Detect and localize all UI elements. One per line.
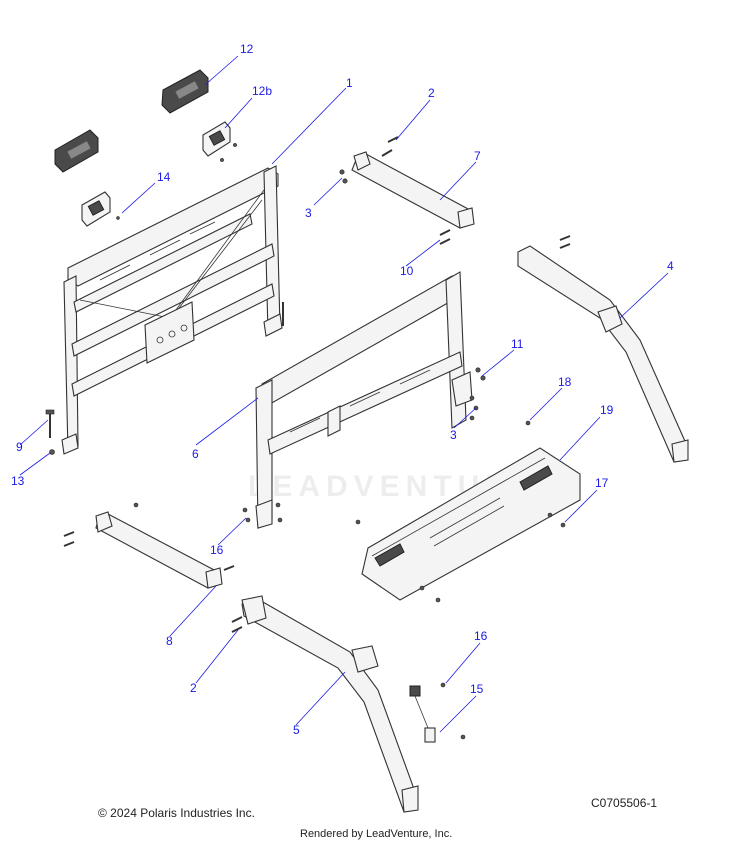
callout-1[interactable]: 1	[346, 76, 353, 90]
part-6-rear-frame[interactable]	[255, 271, 473, 529]
part-12b-bracket[interactable]	[202, 121, 237, 162]
part-1-front-frame[interactable]	[61, 165, 283, 455]
callout-8[interactable]: 8	[166, 634, 173, 648]
part-11-nuts[interactable]	[475, 367, 486, 381]
part-15-strap[interactable]	[409, 685, 466, 743]
drawing-id: C0705506-1	[591, 796, 658, 810]
callout-2-lower[interactable]: 2	[190, 681, 197, 695]
part-7-crossbar[interactable]	[351, 151, 475, 229]
part-5-rops-tube-left[interactable]	[241, 595, 419, 813]
callout-12b[interactable]: 12b	[252, 84, 272, 98]
part-13-nut[interactable]	[49, 449, 55, 455]
part-19-rear-panel[interactable]	[361, 447, 581, 601]
callout-2-top[interactable]: 2	[428, 86, 435, 100]
part-12-cover[interactable]	[161, 69, 209, 114]
part-18-nut[interactable]	[525, 420, 531, 426]
callout-11[interactable]: 11	[511, 337, 524, 351]
part-4-rops-tube-right[interactable]	[517, 235, 689, 463]
copyright-text: © 2024 Polaris Industries Inc.	[98, 806, 255, 820]
callout-16-left[interactable]: 16	[210, 543, 224, 557]
part-9-bolt[interactable]	[45, 409, 55, 438]
callout-3-top[interactable]: 3	[305, 206, 312, 220]
part-8-crosstube[interactable]	[63, 511, 235, 589]
callout-9[interactable]: 9	[16, 440, 23, 454]
rendered-by-text: Rendered by LeadVenture, Inc.	[300, 828, 453, 840]
callout-5[interactable]: 5	[293, 723, 300, 737]
part-17-nut[interactable]	[560, 522, 566, 528]
leader-lines	[19, 55, 669, 733]
callout-17[interactable]: 17	[595, 476, 609, 490]
part-3-nuts-lower[interactable]	[469, 395, 479, 421]
part-2-bolts-top[interactable]	[381, 136, 399, 157]
part-12-cover-left[interactable]	[54, 129, 99, 173]
part-3-nuts-top[interactable]	[339, 169, 348, 184]
part-14-bracket[interactable]	[81, 191, 120, 227]
callout-3-lower[interactable]: 3	[450, 428, 457, 442]
callout-18[interactable]: 18	[558, 375, 572, 389]
callout-10[interactable]: 10	[400, 264, 414, 278]
callout-6[interactable]: 6	[192, 447, 199, 461]
part-16-nut-right[interactable]	[440, 682, 446, 688]
callout-14[interactable]: 14	[157, 170, 171, 184]
callout-7[interactable]: 7	[474, 149, 481, 163]
part-16-nuts-left[interactable]	[133, 502, 283, 523]
callout-4[interactable]: 4	[667, 259, 674, 273]
part-2-bolts-lower[interactable]	[231, 616, 243, 633]
callout-12[interactable]: 12	[240, 42, 254, 56]
part-10-bolts[interactable]	[439, 229, 451, 245]
callout-15[interactable]: 15	[470, 682, 484, 696]
callout-19[interactable]: 19	[600, 403, 614, 417]
callout-13[interactable]: 13	[11, 474, 25, 488]
callout-labels: 12 12b 14 1 2 3 7 10 4 11 18 19 6 3 9 13…	[11, 42, 674, 737]
callout-16-right[interactable]: 16	[474, 629, 488, 643]
